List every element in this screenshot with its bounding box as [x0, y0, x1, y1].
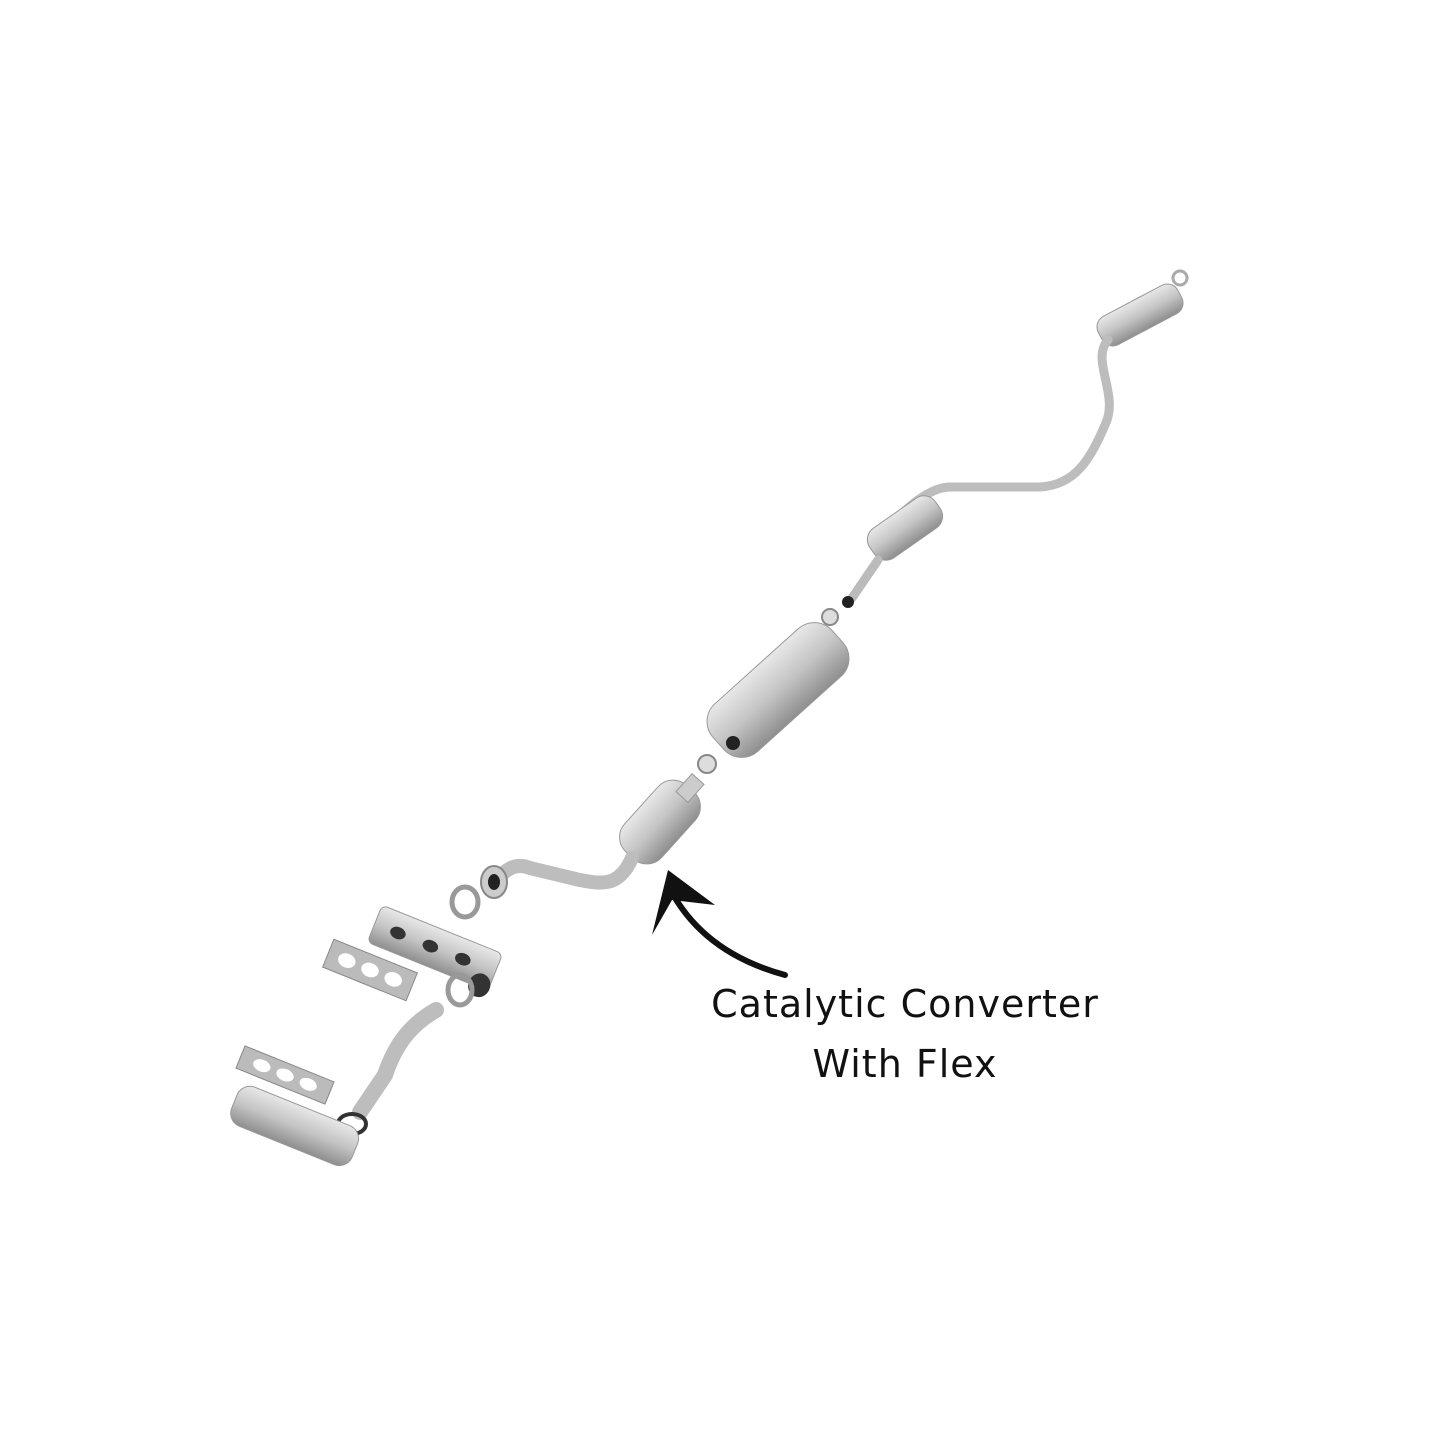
- annotation-label-line2: With Flex: [812, 1042, 998, 1086]
- pointer-arrow-icon: [652, 870, 788, 978]
- annotation-label-line1: Catalytic Converter: [711, 982, 1099, 1026]
- resonator: [866, 495, 944, 561]
- gasket: [449, 884, 481, 920]
- front-pipe: [490, 851, 639, 890]
- flex-downpipe: [352, 1002, 444, 1120]
- manifold-gasket: [322, 938, 418, 1002]
- pipe-flange: [480, 865, 508, 899]
- resonator-inlet-pipe: [847, 555, 883, 603]
- manifold-gasket: [235, 1045, 335, 1105]
- clamp: [821, 608, 839, 626]
- clamp: [697, 754, 717, 774]
- rear-muffler: [1096, 269, 1189, 347]
- gasket: [445, 972, 475, 1008]
- exhaust-manifold: [368, 906, 502, 998]
- exhaust-manifold: [230, 1085, 360, 1167]
- center-muffler: [706, 622, 850, 758]
- catalytic-converter: [619, 773, 705, 865]
